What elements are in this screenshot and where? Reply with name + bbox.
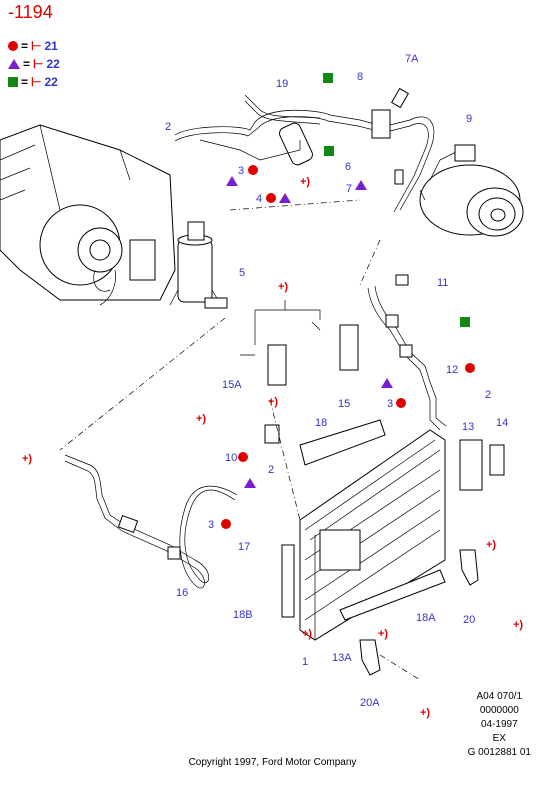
part-labels: 19 8 7A 2 9 3 6 7 4 5 11 12 15A 15 2 3 1…: [165, 53, 508, 709]
label-18: 18: [315, 417, 327, 429]
ref-line: G 0012881 01: [467, 747, 531, 758]
label-13: 13: [462, 421, 474, 433]
bracket-15: [240, 300, 359, 444]
routing-lines: [59, 199, 381, 521]
purple-triangle-icon: [355, 180, 367, 190]
copyright-notice: Copyright 1997, Ford Motor Company: [188, 757, 357, 768]
ref-line: 04-1997: [480, 719, 518, 730]
purple-triangle-icon: [226, 176, 238, 186]
torque-tool-icon: ⊢: [31, 75, 42, 89]
red-circle-icon: [248, 165, 258, 175]
label-6: 6: [345, 161, 351, 173]
condenser-line: [367, 274, 447, 431]
legend-row-triangle: = ⊢ 22: [8, 56, 60, 72]
legend-row-square: = ⊢ 22: [8, 74, 58, 90]
label-19: 19: [276, 78, 288, 90]
label-2c: 2: [268, 464, 274, 476]
plus-mark: +): [278, 281, 288, 293]
compressor: [419, 144, 524, 237]
receiver-drier: [169, 221, 228, 309]
plus-mark: +): [420, 707, 430, 719]
label-7a: 7A: [405, 53, 419, 65]
label-18a: 18A: [416, 612, 436, 624]
plus-mark: +): [22, 453, 32, 465]
label-4: 4: [256, 193, 262, 205]
label-7: 7: [346, 183, 352, 195]
red-circle-icon: [221, 519, 231, 529]
plus-markers: +) +) +) +) +) +) +) +) +) +): [22, 176, 523, 719]
purple-triangle-icon: [8, 59, 20, 69]
label-3a: 3: [238, 165, 244, 177]
brackets-right: [359, 439, 505, 681]
red-circle-icon: [8, 41, 18, 51]
label-17: 17: [238, 541, 250, 553]
green-square-icon: [460, 317, 470, 327]
plus-mark: +): [513, 619, 523, 631]
label-15a: 15A: [222, 379, 242, 391]
plus-mark: +): [378, 628, 388, 640]
suction-lines: [174, 87, 435, 213]
evaporator-housing: [0, 124, 176, 306]
label-3c: 3: [208, 519, 214, 531]
plus-mark: +): [300, 176, 310, 188]
purple-triangle-icon: [279, 193, 291, 203]
ref-line: A04 070/1: [476, 691, 523, 702]
green-square-icon: [8, 77, 18, 87]
symbol-markers: [221, 73, 475, 529]
legend-equals: =: [21, 75, 29, 89]
label-2a: 2: [165, 121, 171, 133]
purple-triangle-icon: [381, 378, 393, 388]
label-11: 11: [437, 277, 448, 289]
legend-ref: 21: [44, 39, 58, 53]
plus-mark: +): [486, 539, 496, 551]
liquid-line: [64, 454, 238, 589]
label-15: 15: [338, 398, 350, 410]
label-10: 10: [225, 452, 237, 464]
torque-tool-icon: ⊢: [31, 39, 42, 53]
label-14: 14: [496, 417, 508, 429]
plus-mark: +): [268, 396, 278, 408]
legend-row-circle: = ⊢ 21: [8, 38, 58, 54]
torque-tool-icon: ⊢: [33, 57, 44, 71]
green-square-icon: [324, 146, 334, 156]
label-20: 20: [463, 614, 475, 626]
label-18b: 18B: [233, 609, 253, 621]
green-square-icon: [323, 73, 333, 83]
legend-ref: 22: [44, 75, 58, 89]
page-title: -1194: [8, 2, 53, 22]
legend-equals: =: [23, 57, 31, 71]
ref-line: 0000000: [479, 705, 519, 716]
label-1: 1: [302, 656, 308, 668]
label-8: 8: [357, 71, 363, 83]
red-circle-icon: [465, 363, 475, 373]
ref-line: EX: [492, 733, 506, 744]
plus-mark: +): [302, 628, 312, 640]
label-2b: 2: [485, 389, 491, 401]
purple-triangle-icon: [244, 478, 256, 488]
red-circle-icon: [238, 452, 248, 462]
red-circle-icon: [396, 398, 406, 408]
plus-mark: +): [196, 413, 206, 425]
label-16: 16: [176, 587, 188, 599]
label-13a: 13A: [332, 652, 352, 664]
label-9: 9: [466, 113, 472, 125]
legend-ref: 22: [46, 57, 60, 71]
label-20a: 20A: [360, 697, 380, 709]
label-3b: 3: [387, 398, 393, 410]
label-5: 5: [239, 267, 245, 279]
legend-equals: =: [21, 39, 29, 53]
condenser: [281, 419, 446, 641]
reference-block: A04 070/1 0000000 04-1997 EX G 0012881 0…: [468, 690, 531, 760]
red-circle-icon: [266, 193, 276, 203]
label-12: 12: [446, 364, 458, 376]
